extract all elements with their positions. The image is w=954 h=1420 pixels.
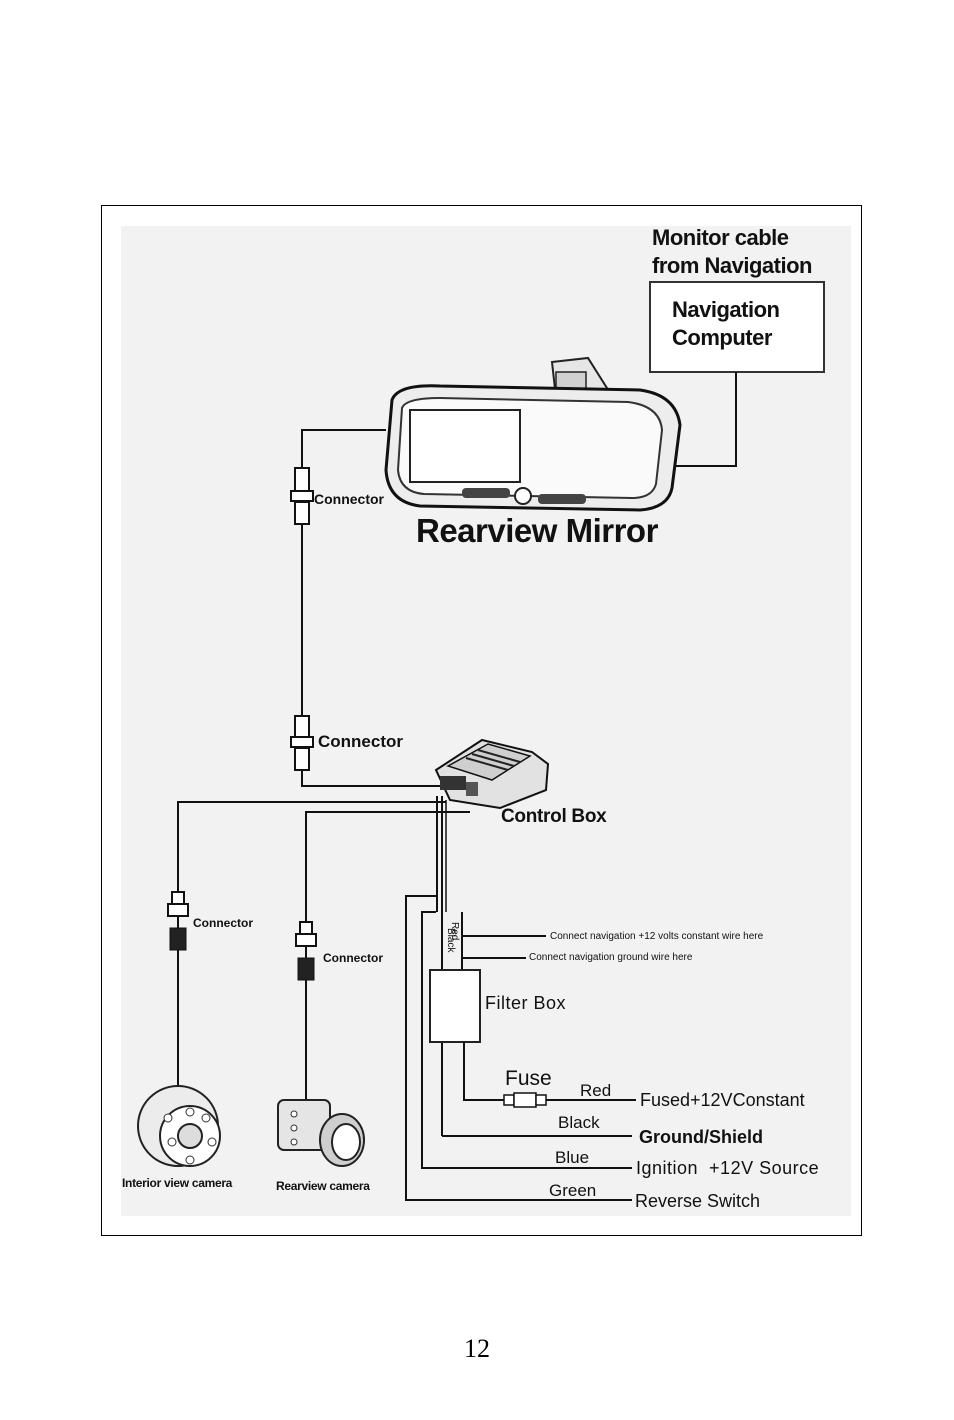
green-wire <box>405 895 632 1201</box>
wire-color-red: Red <box>580 1081 612 1100</box>
nav-ground-note: Connect navigation ground wire here <box>529 952 693 963</box>
interior-camera-label: Interior view camera <box>122 1176 233 1190</box>
mirror-to-control-box-wire <box>301 429 446 787</box>
filter-box <box>429 969 481 1043</box>
red-wire-fused <box>463 1042 504 1101</box>
connector-top-icon <box>290 467 314 525</box>
rearview-camera-illustration <box>277 1099 365 1167</box>
rearview-mirror-illustration <box>384 384 682 512</box>
connector-middle-label: Connector <box>318 732 403 751</box>
nav-12v-note: Connect navigation +12 volts constant wi… <box>550 931 764 942</box>
wire-color-blue: Blue <box>555 1148 590 1167</box>
connector-interior-label: Connector <box>193 916 253 930</box>
black-wire-nav <box>461 957 526 970</box>
blue-wire <box>421 911 632 1169</box>
control-box-label: Control Box <box>501 806 607 827</box>
mirror-screen <box>409 409 521 483</box>
interior-camera-illustration <box>137 1085 221 1167</box>
red-wire-nav <box>461 912 546 937</box>
mirror-button-right <box>538 494 586 504</box>
navigation-computer-label: Navigation Computer <box>672 297 780 350</box>
fuse-icon <box>503 1092 547 1108</box>
connector-middle-icon <box>290 715 314 771</box>
rearview-mirror-title: Rearview Mirror <box>416 512 658 549</box>
control-box-illustration <box>434 738 550 810</box>
mirror-button-left <box>462 488 510 498</box>
diagram-frame <box>101 205 862 1236</box>
navigation-computer-box <box>649 281 825 373</box>
rearview-camera-label: Rearview camera <box>276 1179 370 1193</box>
terminal-ignition: Ignition +12V Source <box>636 1158 820 1178</box>
black-vertical-label: Black <box>445 928 456 953</box>
rearview-camera-wire <box>305 811 470 1100</box>
monitor-cable <box>676 372 737 467</box>
page-number: 12 <box>464 1334 490 1363</box>
fuse-label: Fuse <box>505 1067 552 1090</box>
terminal-ground-shield: Ground/Shield <box>639 1127 763 1147</box>
terminal-fused-12v: Fused+12VConstant <box>640 1090 805 1110</box>
connector-rear-icon <box>295 921 317 981</box>
connector-top-label: Connector <box>314 491 384 507</box>
terminal-reverse-switch: Reverse Switch <box>635 1191 761 1211</box>
monitor-cable-label: Monitor cable from Navigation <box>652 225 812 278</box>
connector-interior-icon <box>167 891 189 951</box>
connector-rear-label: Connector <box>323 951 383 965</box>
wire-color-black: Black <box>558 1113 600 1132</box>
wire-color-green: Green <box>549 1181 597 1200</box>
mirror-center-button <box>514 487 532 505</box>
filter-box-label: Filter Box <box>485 993 567 1013</box>
interior-camera-wire <box>177 801 446 1088</box>
